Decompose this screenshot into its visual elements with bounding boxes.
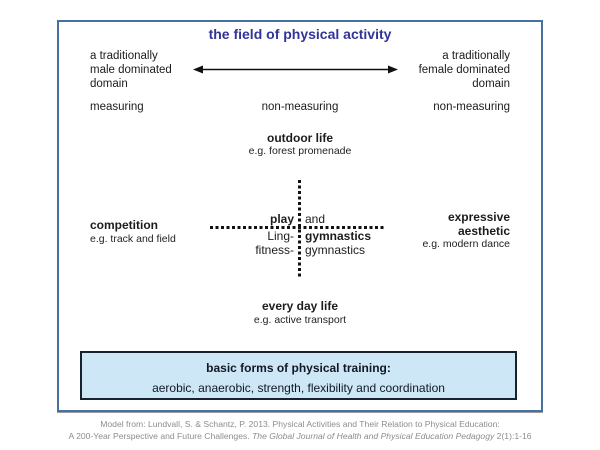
everyday-life-example: e.g. active transport xyxy=(253,314,347,326)
basic-training-items: aerobic, anaerobic, strength, flexibilit… xyxy=(152,381,445,395)
horizontal-dotted-axis xyxy=(210,226,385,229)
outdoor-life-example: e.g. forest promenade xyxy=(248,145,352,157)
and-label: and xyxy=(305,212,326,226)
fitness-label: fitness- xyxy=(255,243,294,257)
gymnastics-bold-label: gymnastics xyxy=(305,229,372,243)
citation: Model from: Lundvall, S. & Schantz, P. 2… xyxy=(0,418,600,442)
center-left-column: play Ling- fitness- xyxy=(204,212,294,257)
gymnastics-label: gymnastics xyxy=(305,243,366,257)
center-right-column: and gymnastics gymnastics xyxy=(305,212,415,257)
expressive-aesthetic-label: expressive aesthetic xyxy=(447,210,510,238)
female-domain-label: a traditionally female dominated domain xyxy=(418,50,510,90)
competition-label: competition xyxy=(90,218,158,232)
basic-training-box: basic forms of physical training: aerobi… xyxy=(80,351,517,400)
citation-line1: Model from: Lundvall, S. & Schantz, P. 2… xyxy=(100,419,500,429)
citation-journal-title: The Global Journal of Health and Physica… xyxy=(252,431,495,441)
expressive-aesthetic-example: e.g. modern dance xyxy=(422,238,510,250)
measuring-label-left: measuring xyxy=(90,101,144,113)
play-label: play xyxy=(269,212,294,226)
citation-line2: A 200-Year Perspective and Future Challe… xyxy=(68,431,532,441)
vertical-dotted-axis xyxy=(298,180,301,278)
outdoor-life-label: outdoor life xyxy=(267,131,333,145)
competition-example: e.g. track and field xyxy=(90,233,176,245)
double-arrow-icon xyxy=(193,63,398,76)
ling-label: Ling- xyxy=(267,229,294,243)
basic-training-heading: basic forms of physical training: xyxy=(206,361,391,375)
male-domain-label: a traditionally male dominated domain xyxy=(90,50,172,90)
measuring-label-center: non-measuring xyxy=(261,101,339,113)
measuring-label-right: non-measuring xyxy=(433,101,510,113)
diagram-title: the field of physical activity xyxy=(208,26,392,42)
everyday-life-label: every day life xyxy=(261,299,339,313)
